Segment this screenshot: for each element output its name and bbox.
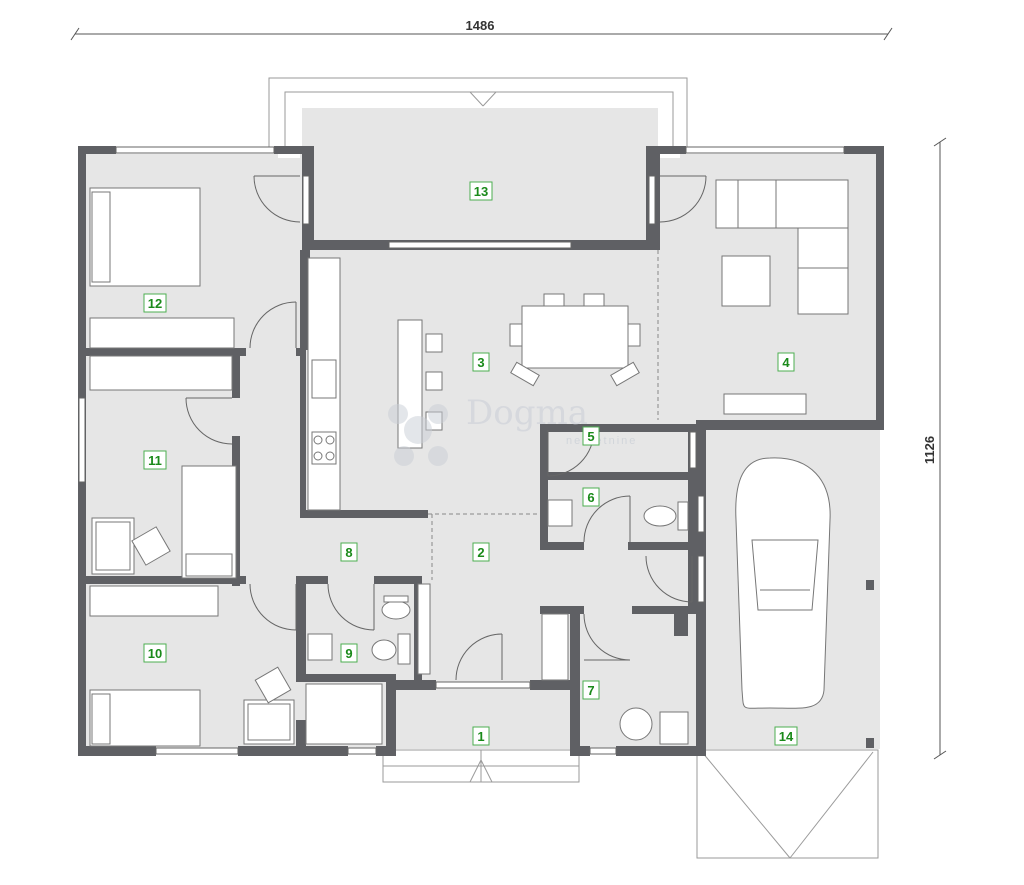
dimension-width xyxy=(70,27,893,41)
room-label-box-10 xyxy=(143,643,167,663)
watermark-logo xyxy=(388,404,448,466)
room-label-box-5 xyxy=(582,426,600,446)
room-label-12: 12 xyxy=(148,296,162,311)
room-label-14: 14 xyxy=(779,729,794,744)
room-label-5: 5 xyxy=(587,429,594,444)
room-label-box-4 xyxy=(777,352,795,372)
room-label-box-12 xyxy=(143,293,167,313)
room-label-8: 8 xyxy=(345,545,352,560)
room-label-box-13 xyxy=(469,181,493,201)
room-label-box-1 xyxy=(472,726,490,746)
room-label-11: 11 xyxy=(148,453,162,468)
watermark-brand: Dogma xyxy=(466,393,588,433)
room-label-13: 13 xyxy=(474,184,488,199)
room-label-1: 1 xyxy=(477,729,484,744)
furniture xyxy=(89,179,849,747)
room-label-box-6 xyxy=(582,487,600,507)
watermark-tagline: nekretnine xyxy=(566,435,637,447)
room-label-box-8 xyxy=(340,542,358,562)
zone-lines xyxy=(428,250,659,580)
width-dimension-label: 1486 xyxy=(466,18,495,33)
room-label-7: 7 xyxy=(587,683,594,698)
windows xyxy=(78,146,845,755)
room-label-6: 6 xyxy=(587,490,594,505)
room-label-box-2 xyxy=(472,542,490,562)
room-label-2: 2 xyxy=(477,545,484,560)
room-label-box-9 xyxy=(340,643,358,663)
room-label-box-11 xyxy=(143,450,167,470)
door-swings xyxy=(185,175,707,681)
dimension-depth xyxy=(933,137,947,760)
room-label-box-14 xyxy=(774,726,798,746)
room-label-3: 3 xyxy=(477,355,484,370)
room-label-box-7 xyxy=(582,680,600,700)
room-label-4: 4 xyxy=(782,355,790,370)
room-label-10: 10 xyxy=(148,646,162,661)
depth-dimension-label: 1126 xyxy=(922,436,937,464)
room-label-box-3 xyxy=(472,352,490,372)
room-label-9: 9 xyxy=(345,646,352,661)
